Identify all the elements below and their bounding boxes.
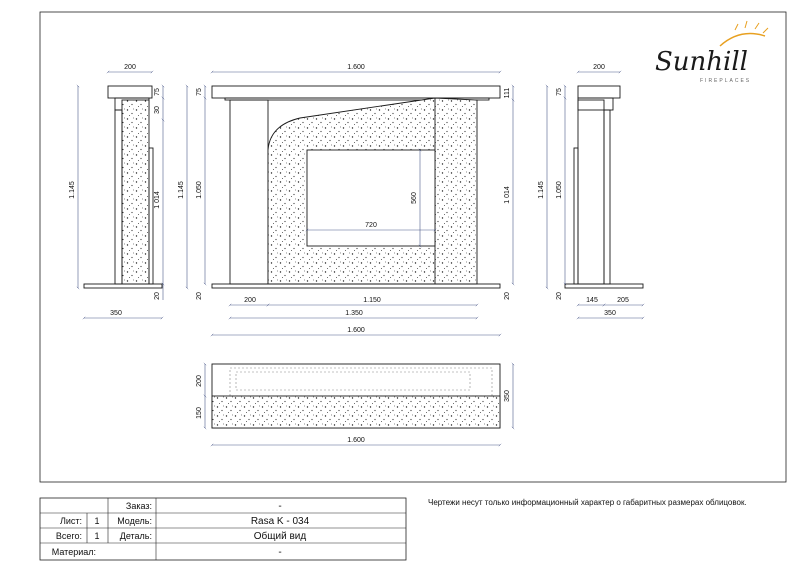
front-dim-right: 1 014	[504, 186, 511, 204]
top-dim-150: 150	[196, 407, 203, 419]
left-dim-75: 75	[154, 88, 161, 96]
left-dim-inner: 1 014	[154, 191, 161, 209]
front-dim-200: 200	[244, 297, 256, 304]
right-dim-145: 145	[586, 297, 598, 304]
front-dim-75: 75	[196, 88, 203, 96]
sunhill-logo: Sunhill FIREPLACES	[655, 20, 769, 84]
front-dim-opening-w: 720	[365, 222, 377, 229]
material-value: -	[278, 547, 281, 558]
right-dim-width: 200	[593, 64, 605, 71]
model-label: Модель:	[117, 516, 152, 526]
part-value: Общий вид	[254, 530, 307, 542]
front-dim-height: 1.145	[178, 181, 185, 199]
right-dim-75: 75	[556, 88, 563, 96]
right-dim-inner: 1.050	[556, 181, 563, 199]
part-label: Деталь:	[120, 531, 152, 541]
disclaimer-note: Чертежи несут только информационный хара…	[428, 498, 747, 507]
logo-brand: Sunhill	[655, 47, 748, 77]
right-side-view: 200 1.145 75 1.050 20 145 205 350	[538, 64, 645, 320]
front-dim-1350: 1.350	[345, 310, 363, 317]
front-dim-r20: 20	[504, 292, 511, 300]
left-dim-20: 20	[154, 292, 161, 300]
sheet-label: Лист:	[60, 516, 82, 526]
front-dim-111: 111	[504, 88, 511, 99]
left-side-view: 200 1.145 75 30 1 014 20 350	[69, 64, 165, 320]
total-label: Всего:	[56, 531, 82, 541]
front-dim-1600: 1.600	[347, 327, 365, 334]
right-dim-height: 1.145	[538, 181, 545, 199]
sheet-border	[39, 11, 787, 483]
right-dim-base: 350	[604, 310, 616, 317]
top-dim-width: 1.600	[347, 437, 365, 444]
order-label: Заказ:	[126, 501, 152, 511]
front-dim-20: 20	[196, 292, 203, 300]
material-label: Материал:	[52, 547, 96, 557]
left-dim-height: 1.145	[69, 181, 76, 199]
logo-sub: FIREPLACES	[700, 78, 751, 84]
total-num: 1	[94, 531, 99, 541]
front-dim-width: 1.600	[347, 64, 365, 71]
right-dim-20: 20	[556, 292, 563, 300]
front-dim-opening-h: 560	[411, 192, 418, 204]
title-block: Заказ: - Лист: 1 Модель: Rasa K - 034 Вс…	[39, 497, 407, 561]
front-view: 1.600 1.145 75 1.050 20 111 1 014 20 720…	[178, 64, 515, 337]
logo-sun-icon	[719, 32, 766, 47]
top-view: 200 150 350 1.600	[196, 362, 515, 447]
model-value: Rasa K - 034	[251, 516, 310, 527]
sheet-num: 1	[94, 516, 99, 526]
top-dim-350: 350	[504, 390, 511, 402]
order-value: -	[278, 501, 281, 512]
logo-rays-icon	[734, 20, 769, 34]
left-dim-width: 200	[124, 64, 136, 71]
right-dim-205: 205	[617, 297, 629, 304]
front-dim-1150: 1.150	[363, 297, 381, 304]
left-dim-30: 30	[154, 106, 161, 114]
front-dim-inner: 1.050	[196, 181, 203, 199]
top-dim-200: 200	[196, 375, 203, 387]
left-dim-base: 350	[110, 310, 122, 317]
